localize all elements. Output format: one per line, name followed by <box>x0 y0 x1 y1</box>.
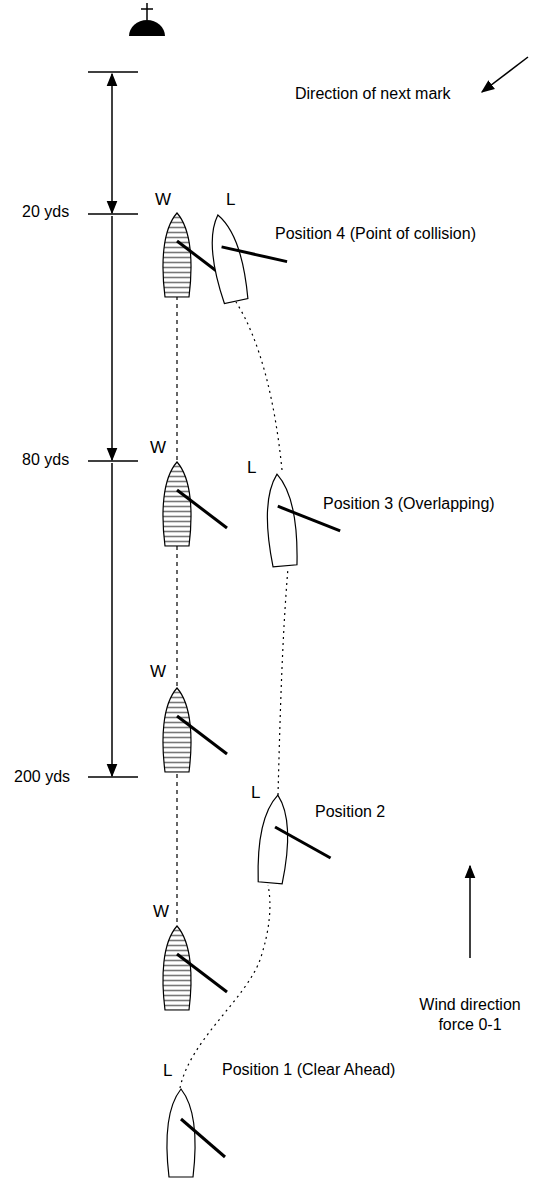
boat-letter: W <box>150 438 166 458</box>
wind-label: Wind direction force 0-1 <box>405 995 535 1035</box>
windward-track <box>177 296 178 925</box>
boat-letter: L <box>226 190 235 210</box>
mark-symbol <box>129 3 165 36</box>
dimension-label: 20 yds <box>22 202 69 222</box>
boat-letter: L <box>247 458 256 478</box>
dimension-label: 200 yds <box>14 767 70 787</box>
note-label: Direction of next mark <box>295 84 451 104</box>
boat-letter: L <box>163 1061 172 1081</box>
boat-letter: W <box>153 902 169 922</box>
position-label: Position 4 (Point of collision) <box>275 224 476 244</box>
boat-letter: L <box>251 783 260 803</box>
wind-arrow <box>469 866 471 958</box>
position-label: Position 2 <box>315 802 385 822</box>
windward-boat <box>163 213 227 1010</box>
position-label: Position 3 (Overlapping) <box>323 494 495 514</box>
dimension-label: 80 yds <box>22 450 69 470</box>
leeward-boat <box>167 203 343 1177</box>
mark-direction-arrow <box>482 57 528 92</box>
boat-letter: W <box>150 662 166 682</box>
boat-letter: W <box>155 190 171 210</box>
position-label: Position 1 (Clear Ahead) <box>222 1060 395 1080</box>
distance-dimension <box>88 72 138 777</box>
